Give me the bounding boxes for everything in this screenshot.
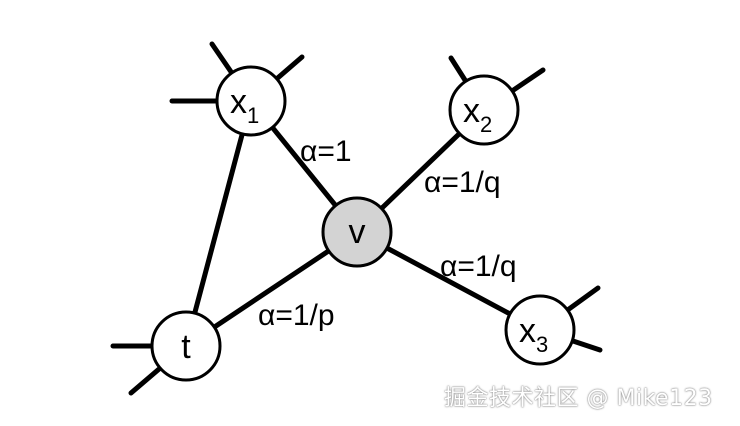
edge-label-v-x1: α=1 — [300, 135, 352, 168]
node-t — [150, 310, 222, 382]
node-v-label: v — [349, 213, 366, 251]
node-t-label: t — [181, 328, 191, 366]
edge-label-v-t: α=1/p — [258, 299, 335, 332]
node-x3 — [504, 294, 576, 366]
node-v — [321, 196, 393, 268]
watermark: 掘金技术社区 @ Mike123 — [444, 386, 713, 411]
node-x2-label: x2 — [463, 92, 492, 137]
node-x3-label: x3 — [519, 312, 548, 357]
node-x2 — [448, 74, 520, 146]
edge-x1-t — [183, 98, 254, 349]
node-x1-label: x1 — [230, 83, 259, 128]
edge-label-v-x2: α=1/q — [424, 166, 501, 199]
edge-label-v-x3: α=1/q — [440, 250, 517, 283]
node-x1 — [215, 65, 287, 137]
